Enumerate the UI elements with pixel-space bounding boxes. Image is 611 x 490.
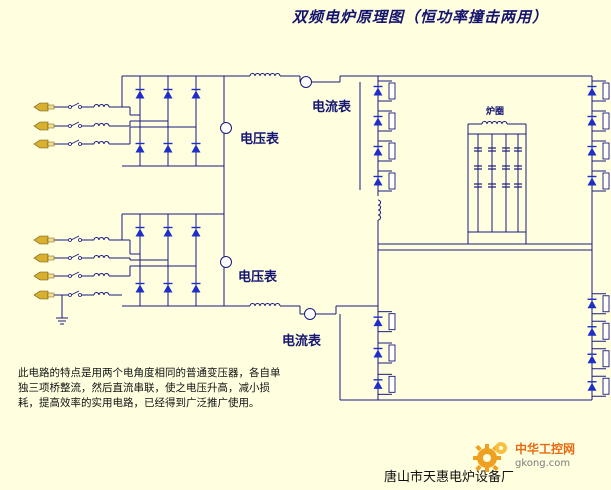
switch-symbol	[68, 121, 82, 128]
resistor-symbol	[602, 112, 610, 130]
diode-symbol	[163, 88, 173, 99]
diode-symbol	[373, 145, 383, 156]
input-coil	[93, 236, 110, 241]
capacitor-symbol	[488, 165, 496, 170]
voltmeter-top	[220, 122, 232, 134]
diode-symbol	[373, 175, 383, 186]
diode-symbol	[587, 85, 597, 96]
capacitor-symbol	[514, 165, 522, 170]
diode-symbol	[135, 142, 145, 153]
input-coil	[93, 254, 110, 259]
switch-symbol	[68, 235, 82, 242]
diode-symbol	[373, 316, 383, 327]
diode-symbol	[373, 115, 383, 126]
watermark-url: gkong.com	[515, 458, 571, 469]
furnace-coil-label: 炉圈	[486, 107, 505, 117]
capacitor-symbol	[488, 147, 496, 152]
diode-symbol	[163, 142, 173, 153]
diode-symbol	[191, 142, 201, 153]
diode-symbol	[135, 88, 145, 99]
diode-symbol	[191, 282, 201, 293]
components	[33, 72, 610, 395]
capacitor-symbol	[474, 147, 482, 152]
capacitor-symbol	[502, 147, 510, 152]
voltmeter-top-label: 电压表	[240, 132, 280, 147]
diode-symbol	[373, 85, 383, 96]
ammeter-bottom-label: 电流表	[282, 334, 322, 349]
diode-symbol	[135, 282, 145, 293]
capacitor-symbol	[502, 165, 510, 170]
input-terminal	[33, 121, 55, 131]
diode-symbol	[163, 282, 173, 293]
voltmeter-bottom	[220, 256, 232, 268]
input-coil	[93, 291, 110, 296]
page-title: 双频电炉原理图（恒功率撞击两用）	[292, 8, 549, 26]
resistor-symbol	[388, 313, 396, 331]
resistor-symbol	[388, 112, 396, 130]
filter-choke-top	[249, 72, 281, 77]
inductor-symbol	[377, 199, 382, 221]
resistor-symbol	[602, 142, 610, 160]
watermark-name: 中华工控网	[515, 442, 576, 456]
input-terminal	[33, 235, 55, 245]
diode-symbol	[587, 298, 597, 309]
capacitor-symbol	[474, 165, 482, 170]
resistor-symbol	[602, 82, 610, 100]
resistor-symbol	[388, 344, 396, 362]
diode-symbol	[373, 379, 383, 389]
resistor-symbol	[388, 172, 396, 190]
diode-symbol	[587, 115, 597, 126]
diode-symbol	[163, 226, 173, 237]
input-coil	[93, 272, 110, 277]
wiring	[54, 75, 606, 401]
circuit-description: 此电路的特点是用两个电角度相同的普通变压器，各自单独三项桥整流，然后直流串联，使…	[18, 367, 281, 409]
switch-symbol	[68, 139, 82, 146]
resistor-symbol	[388, 82, 396, 100]
capacitor-symbol	[502, 183, 510, 188]
switch-symbol	[68, 290, 82, 297]
switch-symbol	[68, 253, 82, 260]
input-terminal	[33, 253, 55, 263]
ammeter-top	[300, 76, 312, 88]
input-terminal	[33, 102, 55, 112]
input-coil	[93, 103, 110, 108]
resistor-symbol	[602, 377, 610, 395]
resistor-symbol	[388, 375, 396, 393]
diode-symbol	[587, 353, 597, 364]
watermark: 中华工控网 gkong.com	[471, 436, 603, 480]
diode-symbol	[587, 381, 597, 391]
voltmeter-bottom-label: 电压表	[238, 270, 278, 285]
switch-symbol	[68, 102, 82, 109]
capacitor-symbol	[514, 183, 522, 188]
resistor-symbol	[602, 172, 610, 190]
diode-symbol	[587, 175, 597, 186]
switch-symbol	[68, 271, 82, 278]
diode-symbol	[587, 145, 597, 156]
filter-choke-bottom	[249, 302, 281, 307]
ammeter-bottom	[304, 308, 316, 320]
diode-symbol	[373, 347, 383, 358]
input-terminal	[33, 139, 55, 149]
resistor-symbol	[602, 295, 610, 313]
capacitor-symbol	[488, 183, 496, 188]
input-terminal	[33, 290, 55, 300]
capacitor-symbol	[514, 147, 522, 152]
diode-symbol	[191, 88, 201, 99]
gear-icon	[473, 442, 507, 472]
capacitor-symbol	[474, 183, 482, 188]
resistor-symbol	[388, 142, 396, 160]
input-coil	[93, 140, 110, 145]
input-terminal	[33, 271, 55, 281]
resistor-symbol	[602, 350, 610, 368]
input-coil	[93, 122, 110, 127]
diode-symbol	[135, 226, 145, 237]
company-name: 唐山市天惠电炉设备厂	[384, 470, 515, 485]
diode-symbol	[587, 326, 597, 336]
furnace-coil	[481, 120, 508, 125]
diode-symbol	[191, 226, 201, 237]
resistor-symbol	[602, 322, 610, 340]
ammeter-top-label: 电流表	[312, 100, 352, 115]
